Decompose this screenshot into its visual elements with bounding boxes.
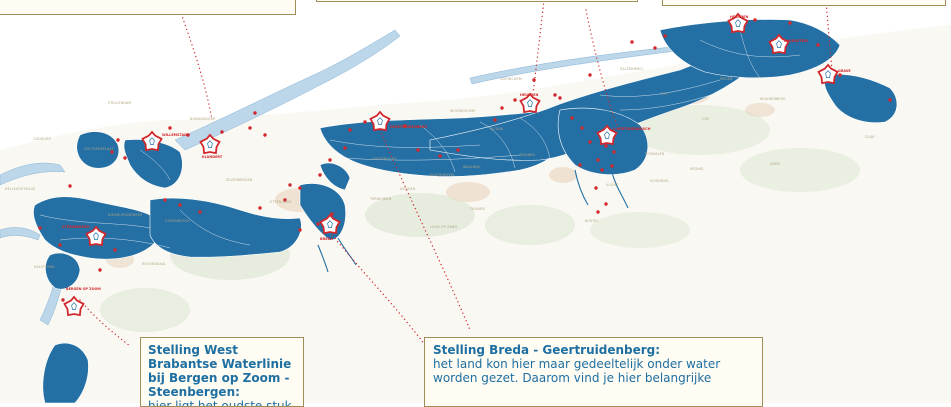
place-label: OSS bbox=[702, 117, 709, 121]
place-label: KAATSHEUVEL bbox=[430, 173, 455, 177]
place-label: UDEN bbox=[770, 162, 780, 166]
fort-label: GEERTRUIDENBERG bbox=[390, 125, 427, 129]
streams bbox=[317, 169, 629, 273]
place-label: GORINCHEM bbox=[500, 77, 522, 81]
fort-label: 's-HERTOGENBOSCH bbox=[612, 127, 651, 131]
place-label: OUDDORP bbox=[33, 137, 51, 141]
place-label: ETTEN-LEUR bbox=[270, 200, 292, 204]
fort-label: HEUSDEN bbox=[520, 93, 538, 97]
callout-breda-geertruidenberg: Stelling Breda - Geertruidenberg: het la… bbox=[424, 337, 763, 407]
place-label: VEGHEL bbox=[690, 167, 704, 171]
fort-label: KLUNDERT bbox=[202, 155, 223, 159]
area-oudelandse-polders bbox=[76, 131, 120, 169]
place-label: LOON OP ZAND bbox=[430, 225, 457, 229]
fort-labels: WILLEMSTAD KLUNDERT BREDA GEERTRUIDENBER… bbox=[62, 15, 851, 291]
fort-label: STEENBERGEN bbox=[62, 225, 90, 229]
place-label: SCHIJNDEL bbox=[650, 179, 669, 183]
fort-label: GRAVE bbox=[838, 69, 851, 73]
place-label: STELLENDAM bbox=[108, 101, 131, 105]
place-label: HELLEVOETSLUIS bbox=[5, 187, 35, 191]
place-label: ROSMALEN bbox=[645, 152, 665, 156]
place-label: ROOSENDAAL bbox=[142, 262, 166, 266]
area-breda-strip bbox=[319, 162, 351, 191]
place-label: OOLTGENSPLAAT bbox=[84, 147, 114, 151]
sluice-markers bbox=[38, 18, 892, 312]
area-steenbergen-east bbox=[149, 197, 302, 258]
place-label: TERHEIJDEN bbox=[369, 197, 392, 201]
place-label: WOUDENBERG bbox=[760, 97, 786, 101]
division-lines bbox=[39, 29, 801, 249]
place-label: OOSTERHOUT bbox=[372, 157, 396, 161]
place-label: TILBURG bbox=[469, 207, 486, 211]
area-grave bbox=[823, 73, 898, 123]
area-bergen-op-zoom bbox=[45, 252, 81, 290]
fort-label: BERGEN OP ZOOM bbox=[66, 287, 101, 291]
callout-title: bij Bergen op Zoom - Steenbergen: bbox=[148, 371, 290, 399]
place-labels: OUDDORP STELLENDAM OOLTGENSPLAAT ZEVENBE… bbox=[5, 67, 875, 269]
callout-top-left bbox=[0, 0, 296, 15]
callout-top-right bbox=[662, 0, 946, 6]
place-label: CUIJK bbox=[865, 135, 875, 139]
place-label: VUGHT bbox=[606, 183, 618, 187]
place-label: LITH bbox=[660, 92, 668, 96]
fort-label: WILLEMSTAD bbox=[162, 133, 187, 137]
place-label: ALTENA bbox=[490, 127, 504, 131]
area-heusden bbox=[429, 47, 761, 161]
place-label: ZALTBOMMEL bbox=[620, 67, 644, 71]
place-label: DONGEN bbox=[400, 187, 416, 191]
callout-west-brabant: Stelling West Brabantse Waterlinie bij B… bbox=[140, 337, 304, 407]
callout-body: hier ligt het oudste stuk, de basis bbox=[148, 399, 296, 407]
place-label: BOXTEL bbox=[585, 219, 599, 223]
callout-body: worden gezet. Daarom vind je hier belang… bbox=[433, 371, 712, 385]
place-label: NIEUW-VOSSEMEER bbox=[108, 213, 143, 217]
fort-label: RAVENSTEIN bbox=[784, 39, 808, 43]
fort-label: HEUSDEN bbox=[730, 15, 748, 19]
fort-label: BREDA bbox=[320, 237, 333, 241]
callout-top-center bbox=[316, 0, 638, 2]
place-label: HALSTEREN bbox=[34, 265, 55, 269]
callout-title: Stelling West Brabantse Waterlinie bbox=[148, 343, 292, 371]
callout-title: Stelling Breda - Geertruidenberg: bbox=[433, 343, 661, 357]
place-label: OUDENBOSCH bbox=[165, 219, 190, 223]
callout-leaders bbox=[79, 0, 833, 347]
place-label: WAALWIJK bbox=[463, 165, 481, 169]
area-ravenstein bbox=[659, 19, 841, 79]
place-label: NUMANSDORP bbox=[190, 117, 215, 121]
place-label: ZEVENBERGEN bbox=[226, 178, 253, 182]
place-label: WOUDRICHEM bbox=[450, 109, 475, 113]
callout-body: het land kon hier maar gedeeltelijk onde… bbox=[433, 357, 721, 371]
place-label: DRUNEN bbox=[520, 153, 535, 157]
place-label: MEGEN bbox=[720, 77, 733, 81]
area-zeeland-tongue bbox=[42, 342, 89, 403]
